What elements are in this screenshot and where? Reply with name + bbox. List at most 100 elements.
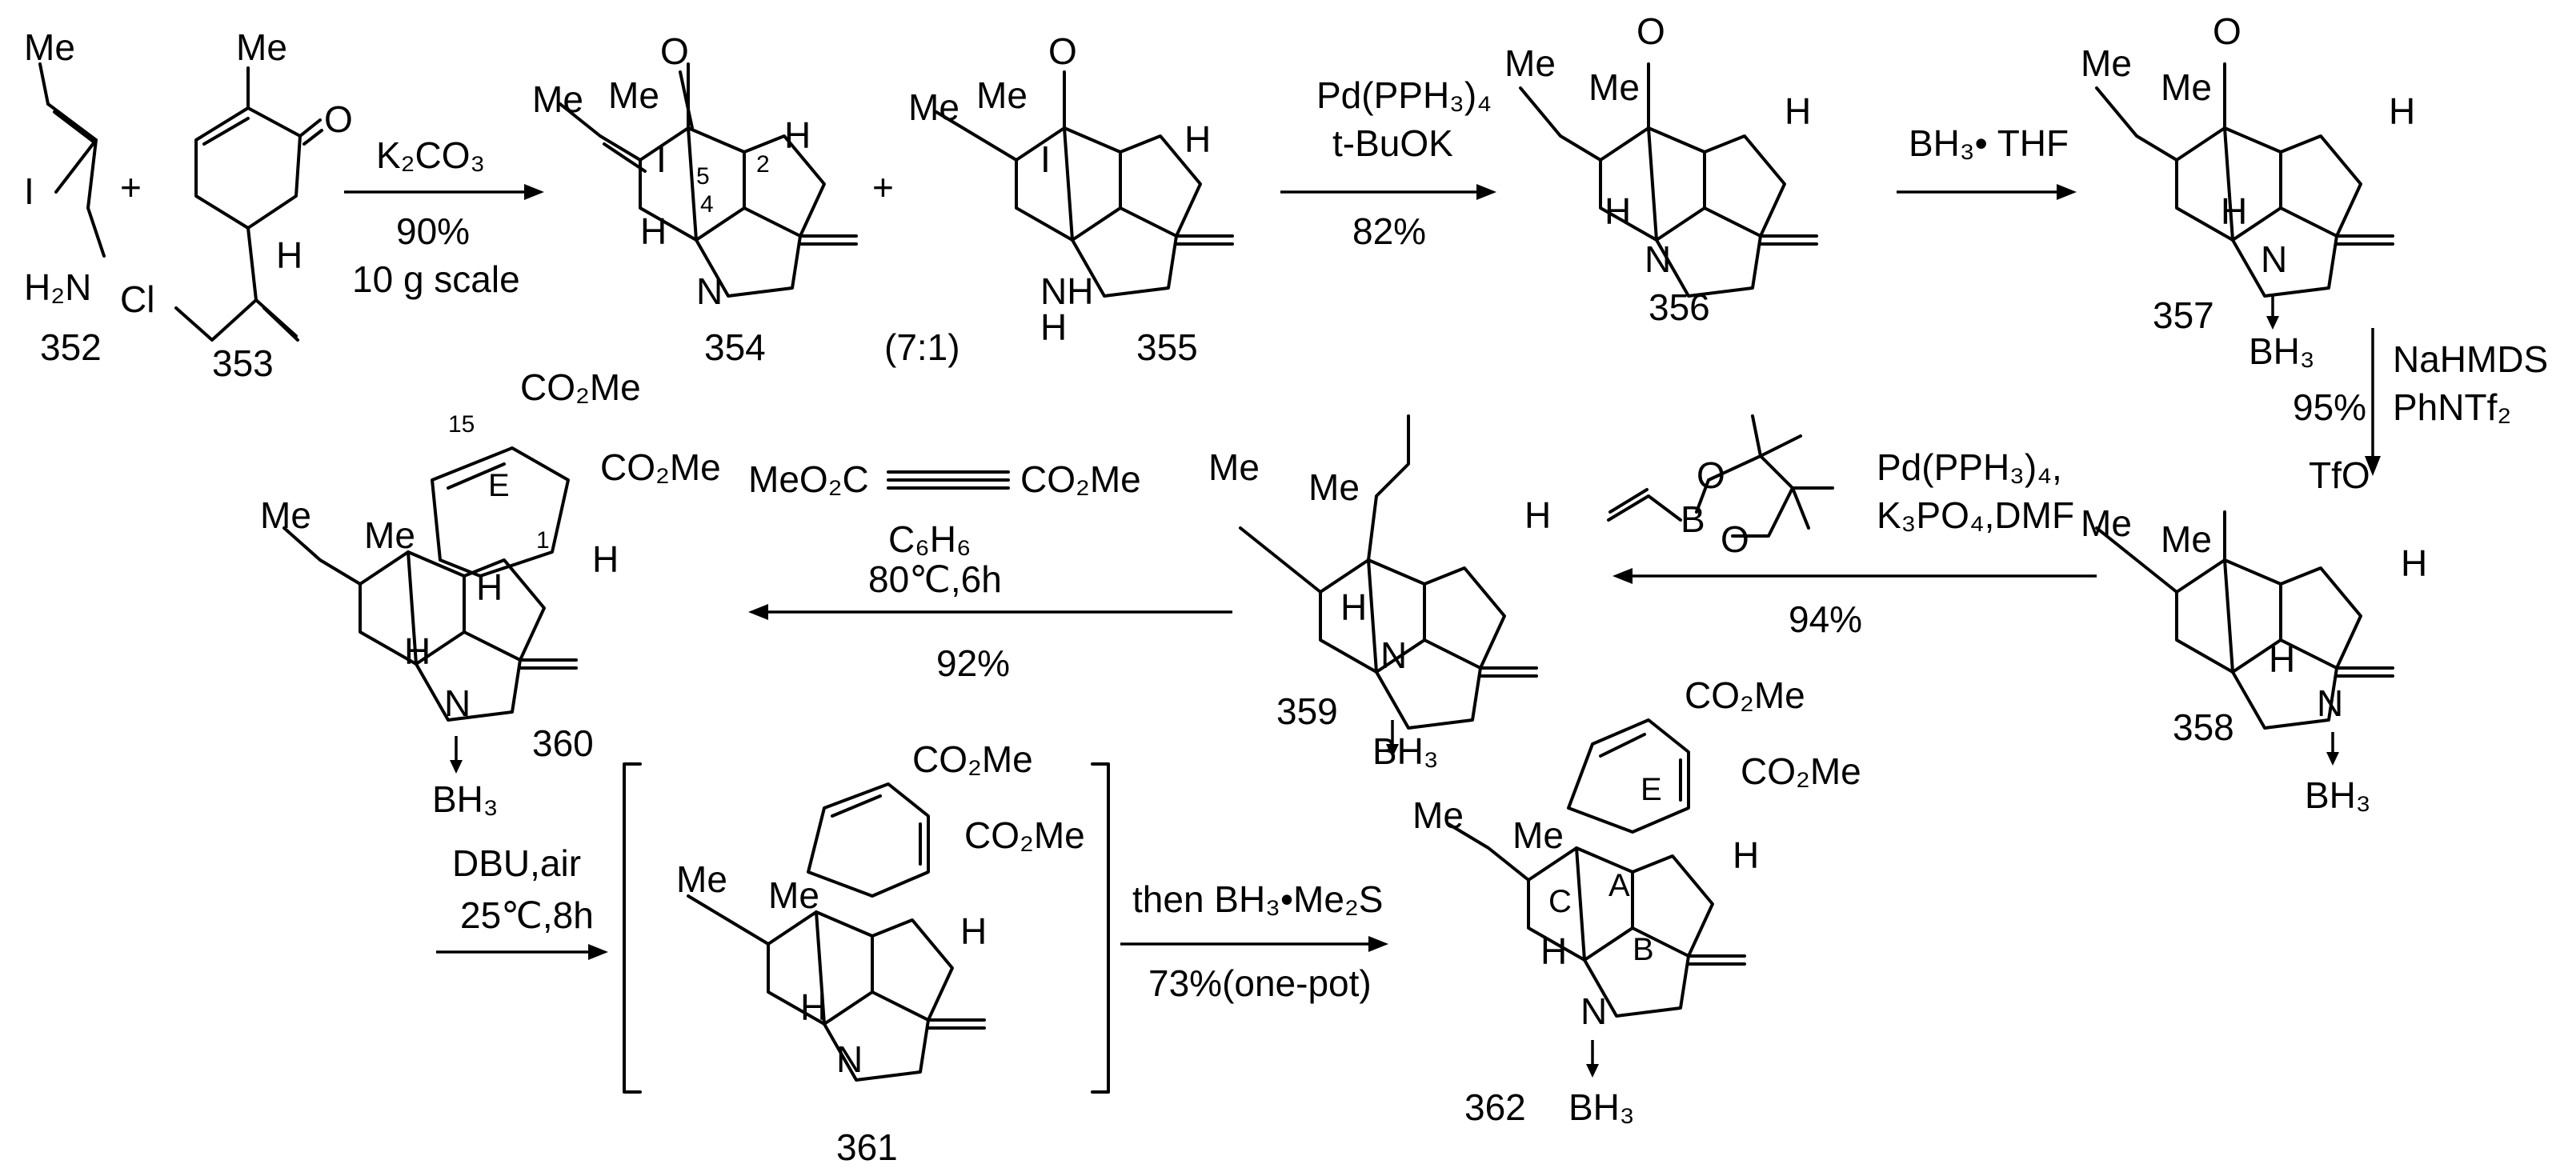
reagent-dmad-b: CO₂Me bbox=[1020, 458, 1141, 500]
compound-353: Me O H Cl 353 bbox=[120, 26, 353, 384]
label-353: 353 bbox=[212, 342, 274, 384]
atom-n: N bbox=[1580, 990, 1607, 1032]
atom-n: N bbox=[696, 270, 723, 312]
atom-o: O bbox=[660, 30, 689, 72]
atom-me: Me bbox=[1588, 66, 1640, 108]
atom-i: I bbox=[1040, 138, 1051, 180]
atom-co2me: CO₂Me bbox=[600, 446, 721, 488]
atom-me: Me bbox=[260, 494, 311, 536]
atom-me: Me bbox=[976, 74, 1028, 116]
atom-h: H bbox=[1524, 494, 1551, 536]
atom-h: H bbox=[476, 566, 503, 608]
label-360: 360 bbox=[532, 722, 594, 764]
compound-361: CO₂Me CO₂Me Me Me H H N 361 bbox=[623, 738, 1110, 1168]
atom-i: I bbox=[656, 138, 667, 180]
atom-h: H bbox=[1540, 930, 1567, 972]
atom-n: N bbox=[2261, 238, 2287, 280]
compound-358: TfO Me Me H H N BH₃ 358 bbox=[2081, 454, 2427, 816]
atom-n: N bbox=[2317, 682, 2343, 724]
atom-me: Me bbox=[364, 514, 415, 556]
label-358: 358 bbox=[2173, 706, 2234, 748]
atom-h: H bbox=[1733, 834, 1759, 876]
atom-h: H bbox=[592, 538, 619, 580]
atom-o: O bbox=[324, 98, 353, 140]
atom-h: H bbox=[640, 210, 667, 252]
atom-h: H bbox=[2269, 638, 2295, 680]
pos-2: 2 bbox=[756, 151, 770, 178]
pos-15: 15 bbox=[448, 411, 475, 438]
reagent-phntf2: PhNTf₂ bbox=[2393, 386, 2511, 428]
label-359: 359 bbox=[1276, 690, 1338, 732]
atom-i: I bbox=[24, 170, 34, 212]
pos-4: 4 bbox=[700, 191, 714, 218]
yield-1: 90% bbox=[396, 210, 470, 252]
atom-o: O bbox=[1637, 10, 1665, 52]
ring-e: E bbox=[488, 468, 510, 503]
ring-c: C bbox=[1548, 884, 1572, 919]
reagent-dbu: DBU,air bbox=[452, 842, 581, 884]
yield-2: 82% bbox=[1352, 210, 1426, 252]
atom-h: H bbox=[1184, 118, 1211, 160]
atom-co2me: CO₂Me bbox=[964, 814, 1085, 856]
atom-n: N bbox=[1380, 634, 1407, 676]
atom-h: H bbox=[1040, 306, 1067, 348]
atom-co2me: CO₂Me bbox=[1741, 750, 1861, 792]
ratio: (7:1) bbox=[884, 326, 960, 368]
reaction-4: NaHMDS 95% PhNTf₂ bbox=[2293, 328, 2548, 476]
scale-note: 10 g scale bbox=[352, 258, 520, 300]
atom-h: H bbox=[784, 114, 811, 156]
label-352: 352 bbox=[40, 326, 102, 368]
atom-bh3: BH₃ bbox=[432, 778, 499, 820]
reaction-1: K₂CO₃ 90% 10 g scale bbox=[344, 134, 544, 300]
atom-h: H bbox=[404, 630, 431, 672]
atom-me: Me bbox=[768, 874, 819, 916]
reagent-pd2: Pd(PPH₃)₄, bbox=[1877, 446, 2062, 488]
label-354: 354 bbox=[704, 326, 766, 368]
reaction-3: BH₃• THF bbox=[1897, 122, 2077, 200]
reagent-nahmds: NaHMDS bbox=[2393, 338, 2548, 380]
reagent-bh3thf: BH₃• THF bbox=[1909, 122, 2069, 164]
compound-352: Me I H₂N 352 bbox=[24, 26, 106, 368]
label-361: 361 bbox=[836, 1126, 898, 1168]
yield-6: 92% bbox=[936, 642, 1010, 684]
reaction-8: then BH₃•Me₂S 73%(one-pot) bbox=[1120, 878, 1388, 1004]
atom-o: O bbox=[2213, 10, 2241, 52]
solvent: C₆H₆ bbox=[888, 518, 972, 560]
atom-b: B bbox=[1681, 498, 1705, 540]
compound-360: CO₂Me CO₂Me 15 E 1 Me Me H H H N BH₃ 360 bbox=[260, 366, 721, 820]
compound-359: Me Me H H N BH₃ 359 bbox=[1208, 414, 1551, 772]
atom-me: Me bbox=[1412, 794, 1464, 836]
atom-me: Me bbox=[532, 78, 583, 120]
label-356: 356 bbox=[1649, 286, 1710, 328]
atom-nh: NH bbox=[1040, 270, 1093, 312]
compound-355: Me Me I O H NH H (7:1) 355 bbox=[884, 30, 1234, 368]
atom-me: Me bbox=[2081, 42, 2132, 84]
label-357: 357 bbox=[2153, 294, 2214, 336]
atom-h: H bbox=[276, 234, 302, 276]
reaction-6: MeO₂C CO₂Me C₆H₆ 80℃,6h 92% bbox=[748, 458, 1232, 684]
atom-h: H bbox=[800, 986, 827, 1028]
plus-1: + bbox=[120, 166, 142, 208]
atom-me: Me bbox=[24, 26, 75, 68]
compound-357: Me Me O H H N BH₃ 357 bbox=[2081, 10, 2415, 372]
cond-7: 25℃,8h bbox=[460, 894, 594, 936]
atom-bh3: BH₃ bbox=[1568, 1086, 1635, 1128]
reaction-7: DBU,air 25℃,8h bbox=[436, 842, 608, 960]
compound-356: Me Me O H H N 356 bbox=[1504, 10, 1818, 328]
atom-me: Me bbox=[1512, 814, 1564, 856]
reagent-k3po4: K₃PO₄,DMF bbox=[1877, 494, 2074, 536]
label-362: 362 bbox=[1464, 1086, 1526, 1128]
reagent-k2co3: K₂CO₃ bbox=[376, 134, 485, 176]
atom-h: H bbox=[1340, 586, 1367, 628]
pos-1: 1 bbox=[536, 527, 550, 554]
atom-me: Me bbox=[608, 74, 659, 116]
atom-bh3: BH₃ bbox=[1372, 730, 1439, 772]
reaction-2: Pd(PPH₃)₄ t-BuOK 82% bbox=[1280, 74, 1496, 252]
atom-h2n: H₂N bbox=[24, 266, 91, 308]
atom-n: N bbox=[444, 682, 471, 724]
atom-h: H bbox=[2389, 90, 2415, 132]
atom-n: N bbox=[836, 1038, 863, 1080]
atom-h: H bbox=[2401, 542, 2427, 584]
plus-2: + bbox=[872, 166, 894, 208]
